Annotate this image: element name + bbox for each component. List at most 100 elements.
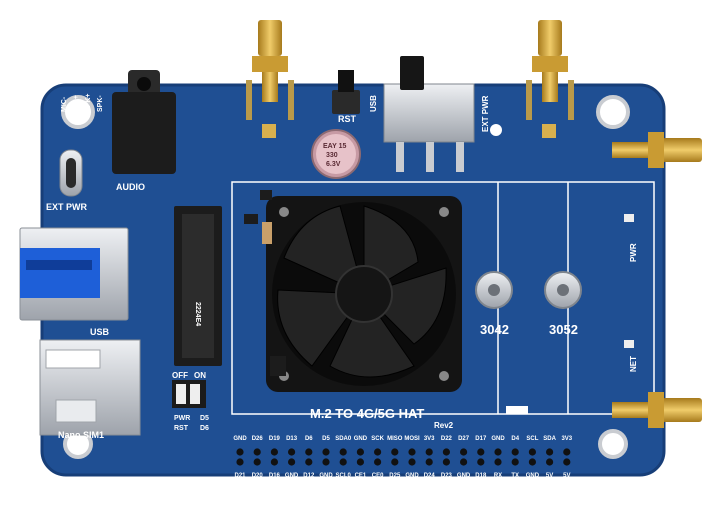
capacitor-text-2: 330 (326, 152, 338, 159)
rst-label: RST (338, 114, 357, 124)
gpio-bottom-label: D18 (475, 473, 487, 479)
sma-connector-right-bottom (612, 392, 702, 428)
gpio-bottom-label: CE0 (372, 473, 384, 479)
standoff-3052 (544, 271, 582, 309)
standoff-3042 (475, 271, 513, 309)
gpio-top-label: GND (354, 436, 368, 442)
gpio-pin (546, 448, 554, 456)
nano-sim-label: Nano SIM1 (58, 430, 104, 440)
gpio-pin (425, 458, 433, 466)
ext-pwr-right-label: EXT PWR (481, 95, 490, 132)
gpio-bottom-label: 5V (563, 473, 570, 479)
gpio-pin (477, 448, 485, 456)
gpio-pin (270, 448, 278, 456)
switch-off-label: OFF (172, 371, 188, 380)
gpio-top-label: D17 (475, 436, 487, 442)
gpio-top-label: D19 (269, 436, 281, 442)
board-title: M.2 TO 4G/5G HAT (310, 406, 424, 421)
gpio-pin (391, 448, 399, 456)
usb-c-port (59, 149, 83, 197)
gpio-pin (391, 458, 399, 466)
capacitor-text-3: 6.3V (326, 161, 341, 168)
usb-a-port (19, 227, 129, 321)
cooling-fan (266, 196, 462, 392)
board-revision: Rev2 (434, 421, 454, 430)
led-d6-label: D6 (200, 425, 209, 432)
gpio-bottom-label: D16 (269, 473, 281, 479)
gpio-pin (305, 458, 313, 466)
gpio-bottom-label: D24 (424, 473, 436, 479)
gpio-pin (408, 448, 416, 456)
gpio-bottom-label: D12 (303, 473, 315, 479)
usb-slide-switch (383, 56, 475, 172)
gpio-bottom-label: D25 (389, 473, 401, 479)
gpio-pin (425, 448, 433, 456)
gpio-pin (356, 448, 364, 456)
gpio-top-label: MISO (387, 436, 403, 442)
capacitor (311, 129, 361, 179)
gpio-header (236, 448, 571, 466)
gpio-top-label: D27 (458, 436, 470, 442)
mic-plus-label: MIC+ (73, 95, 80, 112)
gpio-top-label: GND (233, 436, 247, 442)
gpio-pin (322, 458, 330, 466)
gpio-top-label: SCL (526, 436, 538, 442)
gpio-pin (339, 448, 347, 456)
gpio-pin (322, 448, 330, 456)
gpio-pin (442, 458, 450, 466)
gpio-bottom-label: GND (526, 473, 540, 479)
mic-minus-label: MIC- (61, 96, 68, 112)
gpio-pin (305, 448, 313, 456)
gpio-pin (236, 458, 244, 466)
smd-components (244, 124, 634, 414)
gpio-pin (477, 458, 485, 466)
gpio-top-label: D5 (322, 436, 330, 442)
gpio-bottom-label: D21 (234, 473, 246, 479)
gpio-pin (460, 458, 468, 466)
gpio-top-label: D4 (511, 436, 519, 442)
gpio-pin (563, 448, 571, 456)
switch-on-label: ON (194, 371, 206, 380)
reset-button (332, 70, 360, 114)
gpio-bottom-label: D23 (441, 473, 453, 479)
gpio-pin (288, 458, 296, 466)
gpio-pin (460, 448, 468, 456)
gpio-pin (253, 458, 261, 466)
dip-switch (172, 380, 206, 408)
gpio-top-label: SDA (543, 436, 556, 442)
sma-connector-right-top (612, 132, 702, 168)
gpio-pin (374, 448, 382, 456)
gpio-pin (528, 448, 537, 456)
gpio-bottom-label: 5V (546, 473, 553, 479)
gpio-pin (339, 458, 347, 466)
mount-3042-label: 3042 (480, 322, 509, 337)
gpio-pin (528, 458, 537, 466)
gpio-pin (288, 448, 296, 456)
gpio-bottom-label: GND (457, 473, 471, 479)
gpio-top-label: 3V3 (561, 436, 572, 442)
gpio-pin (442, 448, 450, 456)
gpio-bottom-label: RX (494, 473, 502, 479)
gpio-pin (408, 458, 416, 466)
gpio-top-label: D6 (305, 436, 313, 442)
spk-minus-label: SPK- (97, 95, 104, 112)
gpio-top-label: 3V3 (424, 436, 435, 442)
sma-connector-top-left (246, 20, 294, 138)
gpio-bottom-label: D20 (252, 473, 264, 479)
audio-label: AUDIO (116, 182, 145, 192)
gpio-bottom-label: GND (405, 473, 419, 479)
gpio-pin (356, 458, 364, 466)
ext-pwr-left-label: EXT PWR (46, 202, 88, 212)
led-rst-label: RST (174, 425, 189, 432)
gpio-pin (374, 458, 382, 466)
usb-switch-label: USB (369, 95, 378, 112)
spk-plus-label: SPK+ (85, 94, 92, 112)
gpio-top-label: SCK (371, 436, 384, 442)
sma-connector-top-right (526, 20, 574, 138)
gpio-top-label: D13 (286, 436, 298, 442)
gpio-bottom-label: CE1 (355, 473, 367, 479)
gpio-pin (494, 448, 502, 456)
